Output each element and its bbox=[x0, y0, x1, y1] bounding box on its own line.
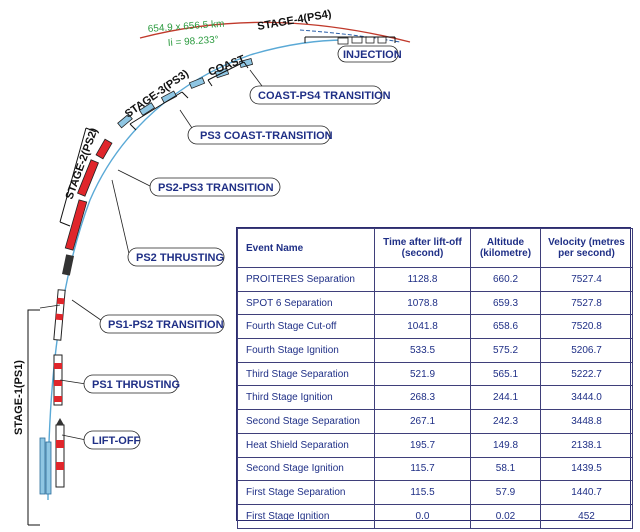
cell-altitude: 660.2 bbox=[470, 267, 541, 292]
cell-event-name: Third Stage Ignition bbox=[237, 385, 375, 411]
ps1-ps2-transition-box: PS1-PS2 TRANSITION bbox=[99, 314, 225, 334]
injection-label: INJECTION bbox=[343, 49, 402, 61]
stage1-bracket bbox=[27, 309, 40, 526]
cell-event-name: Second Stage Separation bbox=[237, 409, 375, 434]
cell-time: 115.5 bbox=[374, 480, 471, 505]
ps1-thrusting-label: PS1 THRUSTING bbox=[92, 379, 180, 391]
cell-altitude: 575.2 bbox=[470, 338, 541, 363]
orbit-line bbox=[139, 21, 411, 43]
cell-velocity: 1439.5 bbox=[540, 456, 633, 482]
cell-time: 1128.8 bbox=[374, 267, 471, 292]
stage3-bracket bbox=[129, 91, 189, 131]
cell-event-name: Fourth Stage Cut-off bbox=[237, 314, 375, 340]
cell-altitude: 242.3 bbox=[470, 409, 541, 434]
rocket-ps4 bbox=[337, 36, 387, 45]
cell-event-name: Fourth Stage Ignition bbox=[237, 338, 375, 363]
rocket-ps2 bbox=[62, 138, 113, 276]
cell-velocity: 7527.4 bbox=[540, 267, 633, 292]
stage4-bracket bbox=[304, 36, 396, 43]
injection-box: INJECTION bbox=[337, 45, 402, 63]
cell-velocity: 5222.7 bbox=[540, 361, 633, 387]
cell-time: 0.0 bbox=[374, 503, 471, 529]
orbit-inclination: Ii = 98.233° bbox=[167, 34, 219, 49]
table-header-row: Event Name Time after lift-off (second) … bbox=[237, 228, 633, 268]
rocket-ps3 bbox=[117, 58, 254, 129]
cell-velocity: 5206.7 bbox=[540, 338, 633, 363]
stage4-label: STAGE-4(PS4) bbox=[256, 8, 332, 33]
column-header-velocity: Velocity (metres per second) bbox=[540, 228, 633, 268]
ps2-thrusting-box: PS2 THRUSTING bbox=[127, 247, 225, 267]
cell-altitude: 565.1 bbox=[470, 361, 541, 387]
stage1-label: STAGE-1(PS1) bbox=[13, 360, 25, 435]
cell-velocity: 3448.8 bbox=[540, 409, 633, 434]
cell-time: 1041.8 bbox=[374, 314, 471, 340]
ps3-coast-transition-box: PS3 COAST-TRANSITION bbox=[187, 125, 333, 145]
cell-altitude: 244.1 bbox=[470, 385, 541, 411]
coast-ps4-transition-box: COAST-PS4 TRANSITION bbox=[249, 85, 391, 105]
rocket-ps1 bbox=[53, 289, 66, 406]
column-header-time: Time after lift-off (second) bbox=[374, 228, 471, 268]
lift-off-box: LIFT-OFF bbox=[83, 430, 141, 450]
orbit-line-dashed bbox=[299, 29, 401, 43]
cell-velocity: 452 bbox=[540, 503, 633, 529]
ps2-ps3-transition-box: PS2-PS3 TRANSITION bbox=[149, 177, 281, 197]
cell-velocity: 7527.8 bbox=[540, 290, 633, 316]
cell-event-name: Third Stage Separation bbox=[237, 361, 375, 387]
ps2-ps3-transition-label: PS2-PS3 TRANSITION bbox=[158, 182, 274, 194]
cell-velocity: 7520.8 bbox=[540, 314, 633, 340]
cell-event-name: Heat Shield Separation bbox=[237, 432, 375, 458]
cell-altitude: 659.3 bbox=[470, 290, 541, 316]
coast-bracket bbox=[207, 61, 249, 87]
cell-time: 268.3 bbox=[374, 385, 471, 411]
stage2-bracket bbox=[59, 127, 97, 227]
column-header-altitude: Altitude (kilometre) bbox=[470, 228, 541, 268]
rocket-liftoff bbox=[39, 418, 65, 495]
cell-time: 1078.8 bbox=[374, 290, 471, 316]
cell-altitude: 0.02 bbox=[470, 503, 541, 529]
cell-time: 267.1 bbox=[374, 409, 471, 434]
event-table: Event Name Time after lift-off (second) … bbox=[236, 227, 633, 529]
coast-ps4-transition-label: COAST-PS4 TRANSITION bbox=[258, 90, 391, 102]
ps2-thrusting-label: PS2 THRUSTING bbox=[136, 252, 224, 264]
cell-altitude: 58.1 bbox=[470, 456, 541, 482]
cell-velocity: 2138.1 bbox=[540, 432, 633, 458]
cell-velocity: 3444.0 bbox=[540, 385, 633, 411]
cell-altitude: 149.8 bbox=[470, 432, 541, 458]
column-header-event: Event Name bbox=[237, 228, 375, 268]
ps3-coast-transition-label: PS3 COAST-TRANSITION bbox=[200, 130, 333, 142]
cell-velocity: 1440.7 bbox=[540, 480, 633, 505]
cell-event-name: First Stage Separation bbox=[237, 480, 375, 505]
event-table-grid: Event Name Time after lift-off (second) … bbox=[237, 228, 633, 529]
cell-time: 533.5 bbox=[374, 338, 471, 363]
cell-altitude: 57.9 bbox=[470, 480, 541, 505]
cell-altitude: 658.6 bbox=[470, 314, 541, 340]
ps1-ps2-transition-label: PS1-PS2 TRANSITION bbox=[108, 319, 224, 331]
cell-event-name: PROITERES Separation bbox=[237, 267, 375, 292]
ps1-thrusting-box: PS1 THRUSTING bbox=[83, 374, 180, 394]
cell-event-name: First Stage Ignition bbox=[237, 503, 375, 529]
cell-time: 195.7 bbox=[374, 432, 471, 458]
stage3-label: STAGE-3(PS3) bbox=[123, 67, 192, 120]
cell-time: 115.7 bbox=[374, 456, 471, 482]
cell-time: 521.9 bbox=[374, 361, 471, 387]
cell-event-name: SPOT 6 Separation bbox=[237, 290, 375, 316]
orbit-dimensions: 654.9 x 656.5 km bbox=[147, 19, 224, 35]
lift-off-label: LIFT-OFF bbox=[92, 435, 141, 447]
cell-event-name: Second Stage Ignition bbox=[237, 456, 375, 482]
